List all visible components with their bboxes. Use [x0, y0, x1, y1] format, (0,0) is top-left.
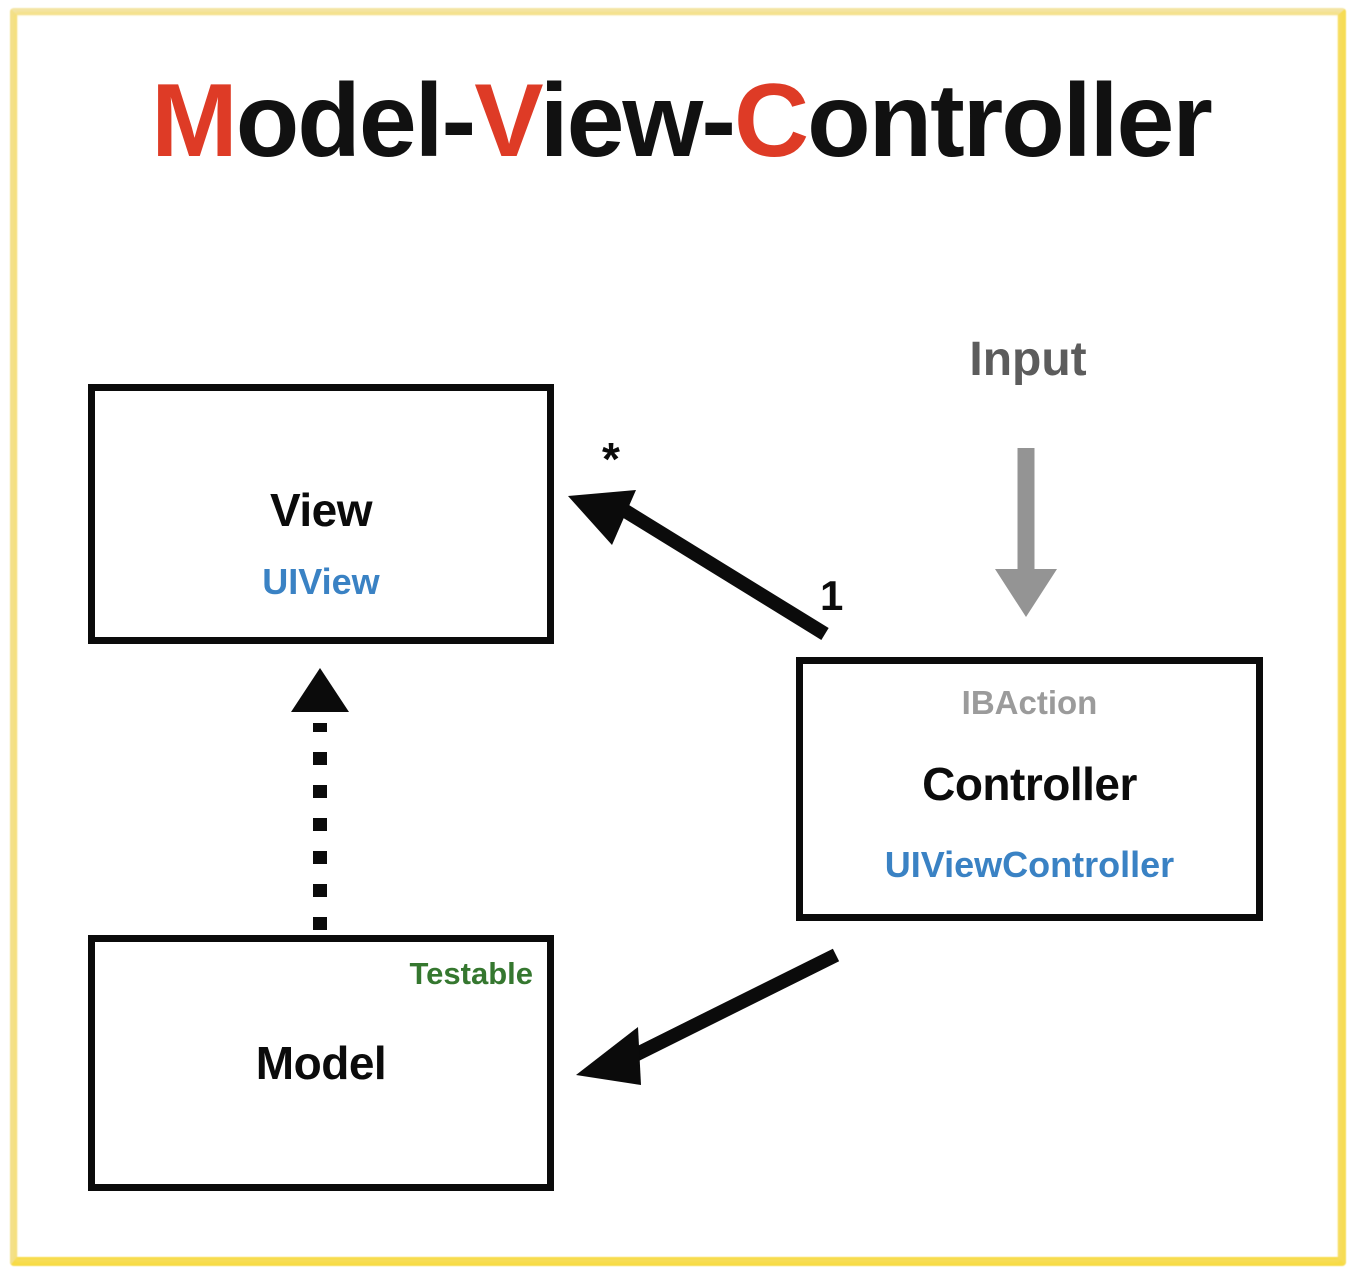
- node-view[interactable]: View UIView: [88, 384, 554, 644]
- node-controller[interactable]: IBAction Controller UIViewController: [796, 657, 1263, 921]
- node-view-type-label: UIView: [262, 561, 380, 602]
- multiplicity-one-label: 1: [820, 572, 844, 619]
- controller-to-model-arrow: [576, 948, 840, 1085]
- node-model-title: Model: [255, 1037, 387, 1089]
- title-letter-m: M: [151, 63, 238, 179]
- model-to-view-arrow: [291, 668, 349, 930]
- page-title: Model-View-Controller: [0, 62, 1362, 181]
- node-controller-type-label: UIViewController: [884, 844, 1175, 885]
- controller-to-view-arrow: [568, 490, 829, 640]
- node-model[interactable]: Testable Model: [88, 935, 554, 1191]
- node-controller-title: Controller: [922, 758, 1137, 810]
- title-text-iew: iew-: [539, 63, 736, 179]
- node-controller-ibaction-tag: IBAction: [961, 684, 1098, 721]
- multiplicity-star-label: *: [602, 433, 620, 485]
- input-arrow: [995, 448, 1057, 617]
- input-label: Input: [969, 333, 1087, 386]
- node-model-testable-tag: Testable: [409, 956, 533, 991]
- title-text-odel: odel-: [235, 63, 476, 179]
- node-view-title: View: [270, 484, 373, 536]
- title-letter-v: V: [474, 63, 541, 179]
- title-letter-c: C: [733, 63, 809, 179]
- title-text-ontroller: ontroller: [807, 63, 1213, 179]
